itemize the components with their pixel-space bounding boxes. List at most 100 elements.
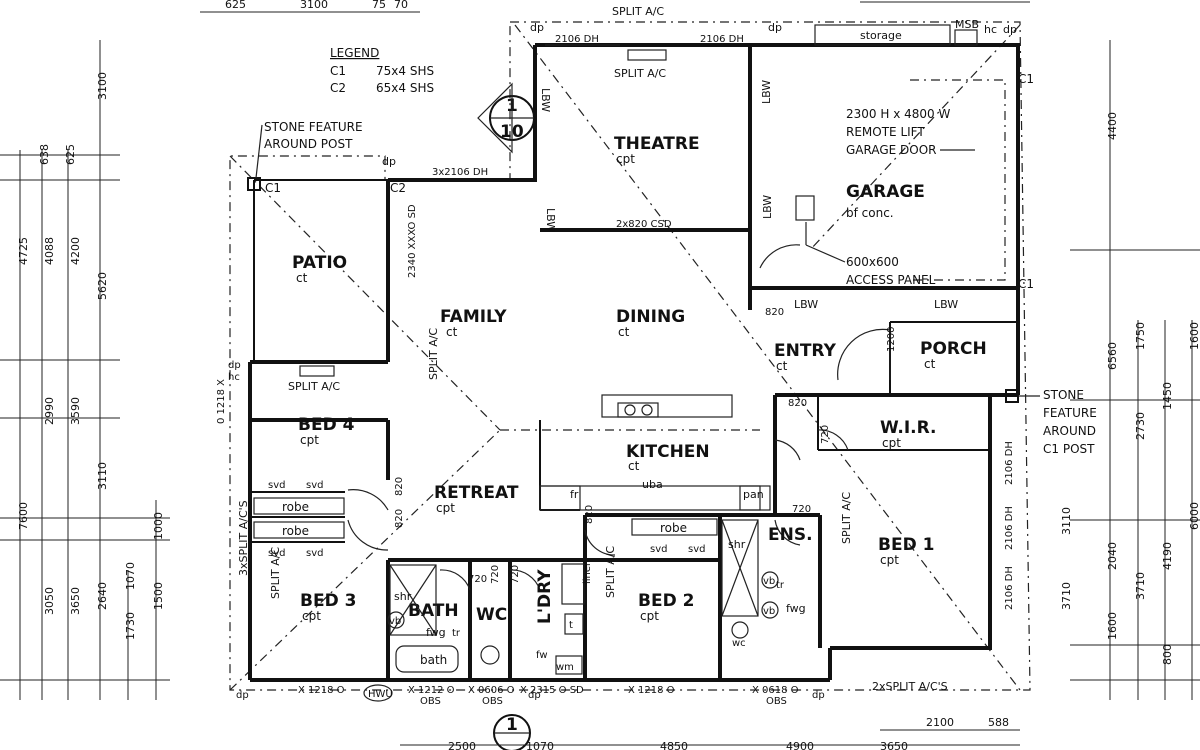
section-marker-bottom-num: 1 [506, 715, 518, 735]
window-top-2-label: 2106 DH [700, 34, 744, 45]
section-marker-bottom: 1 [493, 714, 531, 750]
window-bottom-2-obs: OBS [420, 696, 441, 707]
dimensions-bottom: 2100 588 2500 1070 4850 4900 3650 [400, 716, 1020, 750]
window-right-1: 2106 DH [1004, 441, 1015, 485]
room-garage: GARAGE [846, 182, 925, 202]
dim-right-4400: 4400 [1106, 112, 1119, 140]
room-patio: PATIO [292, 253, 347, 273]
dim-left-1730: 1730 [124, 612, 137, 640]
robe-bed3: robe [282, 524, 309, 538]
dim-right-3710b: 3710 [1060, 582, 1073, 610]
access-panel-note: 600x600 ACCESS PANEL [795, 195, 936, 287]
dim-bottom-3650: 3650 [880, 740, 908, 750]
pan-label: pan [743, 488, 764, 501]
room-bath: BATH [408, 601, 459, 621]
dim-right-3110: 3110 [1060, 507, 1073, 535]
split-ac-bed2: SPLIT A/C [604, 546, 617, 598]
section-marker-top: 1 10 [477, 82, 535, 154]
dim-bottom-1070: 1070 [526, 740, 554, 750]
room-family: FAMILY [440, 307, 507, 327]
stone-feature-left: STONE FEATURE AROUND POST C1 C2 dp [247, 120, 406, 195]
sliding-door-label: 2340 XXXO SD [407, 204, 418, 278]
access-panel-note-2: ACCESS PANEL [846, 273, 936, 287]
room-porch-floor: ct [924, 357, 936, 371]
door-820-bed2: 820 [584, 505, 595, 524]
window-bottom-5: X 1218 O [628, 685, 675, 696]
room-patio-floor: ct [296, 271, 308, 285]
dim-right-1450: 1450 [1161, 382, 1174, 410]
room-kitchen: KITCHEN [626, 442, 710, 462]
storage-label: storage [860, 29, 902, 42]
lbw-theatre-left: LBW [539, 88, 552, 112]
dimensions-left: 4725 7600 638 4088 2990 3050 625 4200 35… [0, 40, 170, 700]
room-bed3: BED 3 [300, 591, 356, 611]
dim-right-1750: 1750 [1134, 322, 1147, 350]
legend-code-c1: C1 [330, 64, 346, 78]
window-right-3: 2106 DH [1004, 566, 1015, 610]
dim-top-3100: 3100 [300, 0, 328, 11]
room-wir: W.I.R. [880, 418, 936, 438]
stone-right-4: C1 POST [1043, 442, 1095, 456]
room-retreat: RETREAT [434, 483, 519, 503]
dim-right-800: 800 [1161, 644, 1174, 665]
fwg-bath: fwg [426, 626, 446, 639]
stone-feature-right: STONE FEATURE AROUND C1 POST C1 C1 [1005, 72, 1097, 456]
access-panel-note-1: 600x600 [846, 255, 899, 269]
msb-box [954, 29, 978, 46]
garage-door-note-1: 2300 H x 4800 W [846, 107, 950, 121]
bath-fixture: bath [420, 653, 447, 667]
dim-top-625: 625 [225, 0, 246, 11]
svd-bed4-2: svd [306, 480, 323, 491]
dim-left-1000: 1000 [152, 512, 165, 540]
dp-bottom-right: dp [812, 690, 825, 701]
room-bed3-floor: cpt [302, 609, 321, 623]
window-bed4-side: 0 1218 X [216, 379, 227, 424]
dim-bottom-588: 588 [988, 716, 1009, 729]
dim-right-4190: 4190 [1161, 542, 1174, 570]
dimensions-right: 4400 6560 2040 1750 2730 3710 1600 1450 … [1060, 40, 1200, 700]
room-bed1: BED 1 [878, 535, 934, 555]
door-720-ens: 720 [792, 504, 811, 515]
window-bottom-6-obs: OBS [766, 696, 787, 707]
ac-unit-theatre [627, 49, 667, 61]
room-wc: WC. [476, 605, 514, 625]
door-720-wir: 720 [820, 425, 831, 444]
stone-left-1: STONE FEATURE [264, 120, 363, 134]
split-ac-bed3: SPLIT A/C [269, 547, 282, 599]
door-820-bed3: 820 [394, 509, 405, 528]
dim-right-1600: 1600 [1106, 612, 1119, 640]
dim-left-1070: 1070 [124, 562, 137, 590]
window-bottom-3: X 0606 O [468, 685, 515, 696]
door-720-ldry: 720 [510, 565, 521, 584]
legend-code-c2: C2 [330, 81, 346, 95]
door-720-bath: 720 [468, 574, 487, 585]
dp-left: dp [228, 360, 241, 371]
dim-left-3590: 3590 [69, 397, 82, 425]
stone-right-1: STONE [1043, 388, 1084, 402]
dim-left-3100: 3100 [96, 72, 109, 100]
dim-bottom-4900: 4900 [786, 740, 814, 750]
dim-right-2040: 2040 [1106, 542, 1119, 570]
dp-label-top-mid: dp [768, 21, 782, 34]
dim-left-5620: 5620 [96, 272, 109, 300]
dim-left-4725: 4725 [17, 237, 30, 265]
split-ac-theatre: SPLIT A/C [614, 67, 666, 80]
wc-ens: wc [732, 638, 746, 649]
dim-left-638: 638 [38, 144, 51, 165]
dp-bottom-left: dp [236, 690, 249, 701]
window-bottom-1: X 1218 O [298, 685, 345, 696]
lbw-theatre-left-lower: LBW [544, 208, 557, 232]
svd-bed3-1: svd [268, 548, 285, 559]
storage-box [814, 24, 951, 46]
svd-bed4-1: svd [268, 480, 285, 491]
robe-bed2: robe [660, 521, 687, 535]
dim-left-2990: 2990 [43, 397, 56, 425]
room-theatre-floor: cpt [616, 152, 635, 166]
legend: LEGEND C1 75x4 SHS C2 65x4 SHS [330, 46, 434, 95]
window-right-2: 2106 DH [1004, 506, 1015, 550]
dim-bottom-2100: 2100 [926, 716, 954, 729]
dim-bottom-2500: 2500 [448, 740, 476, 750]
dim-left-1500: 1500 [152, 582, 165, 610]
room-garage-floor: bf conc. [846, 206, 894, 220]
